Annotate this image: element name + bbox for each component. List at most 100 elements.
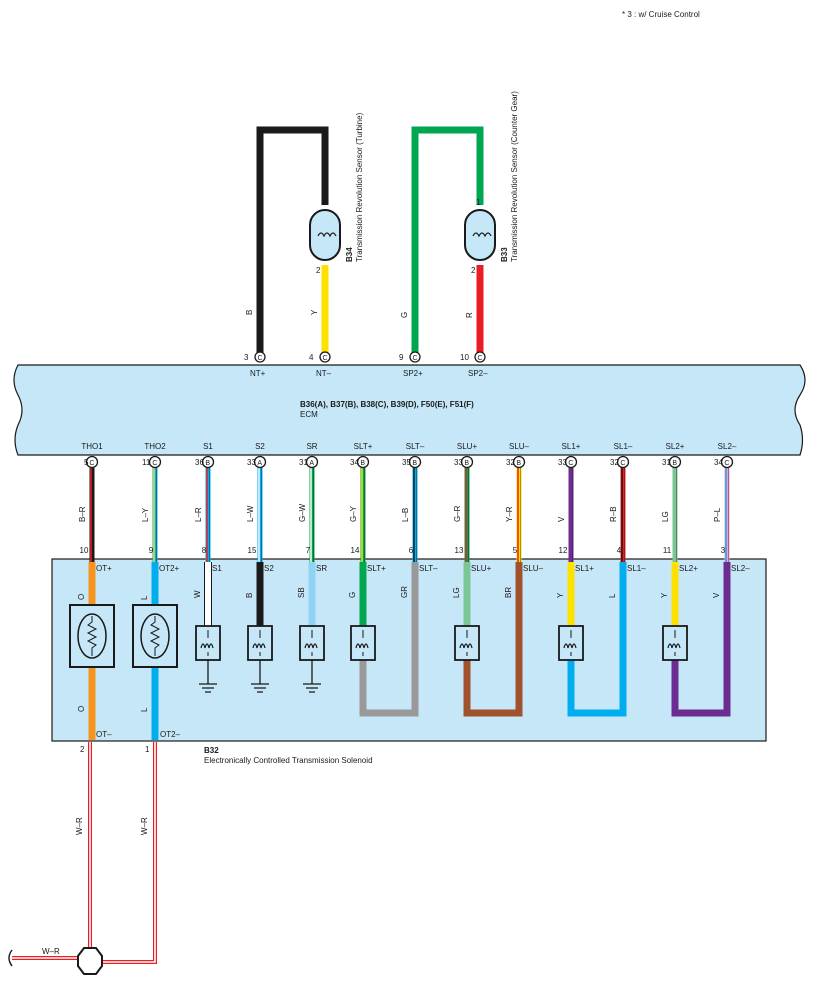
inner-wire-color: Y xyxy=(556,592,565,598)
ot2-upper-color: L xyxy=(140,595,149,600)
bottom-ecm-pins: C5THO1C11THO2B36S1A33S2A31SRB34SLT+B35SL… xyxy=(81,442,737,469)
solenoid-terminal-label: S2 xyxy=(264,564,274,573)
connector-icon xyxy=(564,455,578,469)
ecm-pin-number: 33 xyxy=(454,458,463,467)
wire-color-label: Y–R xyxy=(505,506,514,522)
b34-code: B34 xyxy=(345,247,354,262)
ecm-pin-number: 36 xyxy=(195,458,204,467)
ot2-lower-color: L xyxy=(140,707,149,712)
coil-winding xyxy=(252,643,266,649)
connector-icon xyxy=(616,455,630,469)
coil-winding xyxy=(459,643,473,649)
ot-lower-color: O xyxy=(77,706,86,712)
solenoid-terminal-label: SL2+ xyxy=(679,564,698,573)
ecm-terminal-label: SL2– xyxy=(718,442,737,451)
ecm-terminal-label: SL1– xyxy=(614,442,633,451)
svg-text:C: C xyxy=(258,355,263,362)
solenoid-pin-number: 3 xyxy=(721,546,726,555)
solenoid-pin-number: 10 xyxy=(80,546,89,555)
b33-pin-1: 1 xyxy=(476,198,481,207)
ground-icon xyxy=(251,660,269,693)
inner-wire-color: V xyxy=(712,592,721,598)
ecm-terminal-label: SR xyxy=(306,442,317,451)
connector-letter: A xyxy=(257,460,262,467)
top-ecm-pins: C 3 NT+ C 4 NT– C 9 SP2+ C 10 SP2– xyxy=(244,351,488,378)
label-ot-minus: OT– xyxy=(96,730,112,739)
solenoid-pin-number: 6 xyxy=(409,546,414,555)
ecm-pin-number: 11 xyxy=(142,458,151,467)
solenoid-terminal-label: SR xyxy=(316,564,327,573)
wire-color-label: G–W xyxy=(298,503,307,522)
connector-icon xyxy=(408,455,422,469)
solenoid-terminal-label: SLT+ xyxy=(367,564,386,573)
ecm-terminal-label: S2 xyxy=(255,442,265,451)
label-nt-plus: NT+ xyxy=(250,369,266,378)
connector-icon xyxy=(460,455,474,469)
b33-pin-2: 2 xyxy=(471,266,476,275)
ecm-terminal-label: THO1 xyxy=(81,442,103,451)
ecm-codes: B36(A), B37(B), B38(C), B39(D), F50(E), … xyxy=(300,400,474,409)
solenoid-pin-number: 13 xyxy=(455,546,464,555)
connector-letter: B xyxy=(516,460,521,467)
sensor-b34-wiring: 1 2 B Y B34 Transmission Revolution Sens… xyxy=(245,112,364,355)
ecm-terminal-label: SLT+ xyxy=(354,442,373,451)
inner-wire-color: Y xyxy=(660,592,669,598)
ecm-terminal-label: S1 xyxy=(203,442,213,451)
ecm-terminal-label: SLU– xyxy=(509,442,530,451)
solenoid-pin-number: 11 xyxy=(663,546,672,555)
wire-b-label: B xyxy=(245,310,254,315)
wire-color-label: V xyxy=(557,516,566,522)
wire-wr-ground: W–R xyxy=(42,947,60,956)
ground-icon xyxy=(303,660,321,693)
connector-letter: C xyxy=(89,460,94,467)
coil-winding xyxy=(667,643,681,649)
ground-icon xyxy=(199,660,217,693)
b34-pin-1: 1 xyxy=(321,198,326,207)
solenoid-pin-number: 9 xyxy=(149,546,154,555)
lower-wires: W–R W–R W–R 2 1 OT– OT2– xyxy=(8,730,181,975)
ecm-pin-number: 34 xyxy=(714,458,723,467)
solenoid-terminal-label: SLU– xyxy=(523,564,544,573)
ecm-pin-number: 34 xyxy=(350,458,359,467)
label-sp2-plus: SP2+ xyxy=(403,369,423,378)
ecm-name: ECM xyxy=(300,410,318,419)
ecm-to-solenoid-wires: B–R10OT+L–Y9OT2+L–R8S1WL–W15S2BG–W7SRSBG… xyxy=(78,468,750,598)
pin-ot-minus: 2 xyxy=(80,745,85,754)
connector-letter: B xyxy=(672,460,677,467)
b33-code: B33 xyxy=(500,247,509,262)
connector-icon xyxy=(668,455,682,469)
wire-color-label: L–R xyxy=(194,507,203,522)
wire-color-label: L–B xyxy=(401,508,410,522)
pin-nt-plus: 3 xyxy=(244,353,249,362)
connector-icon xyxy=(356,455,370,469)
solenoid-terminal-label: OT2+ xyxy=(159,564,180,573)
label-sp2-minus: SP2– xyxy=(468,369,488,378)
ecm-pin-number: 35 xyxy=(402,458,411,467)
solenoid-pin-number: 15 xyxy=(248,546,257,555)
wire-r-label: R xyxy=(465,312,474,318)
coil-winding xyxy=(355,643,369,649)
connector-icon xyxy=(201,455,215,469)
connector-letter: B xyxy=(412,460,417,467)
wire-color-label: G–Y xyxy=(349,505,358,522)
pin-ot2-minus: 1 xyxy=(145,745,150,754)
solenoid-terminal-label: SL2– xyxy=(731,564,750,573)
wire-color-label: B–R xyxy=(78,506,87,522)
solenoid-pin-number: 12 xyxy=(559,546,568,555)
pin-sp2-minus: 10 xyxy=(460,353,469,362)
solenoid-pin-number: 7 xyxy=(306,546,311,555)
connector-letter: B xyxy=(205,460,210,467)
cruise-note: * 3 : w/ Cruise Control xyxy=(622,10,700,19)
coil-winding xyxy=(200,643,214,649)
ecm-block xyxy=(13,364,806,456)
connector-letter: C xyxy=(568,460,573,467)
ecm-terminal-label: THO2 xyxy=(144,442,166,451)
connector-letter: A xyxy=(309,460,314,467)
connector-icon xyxy=(253,455,267,469)
wire-color-label: LG xyxy=(661,511,670,522)
solenoid-pin-number: 8 xyxy=(202,546,207,555)
solenoid-name: Electronically Controlled Transmission S… xyxy=(204,756,373,765)
solenoid-code: B32 xyxy=(204,746,219,755)
pin-nt-minus: 4 xyxy=(309,353,314,362)
